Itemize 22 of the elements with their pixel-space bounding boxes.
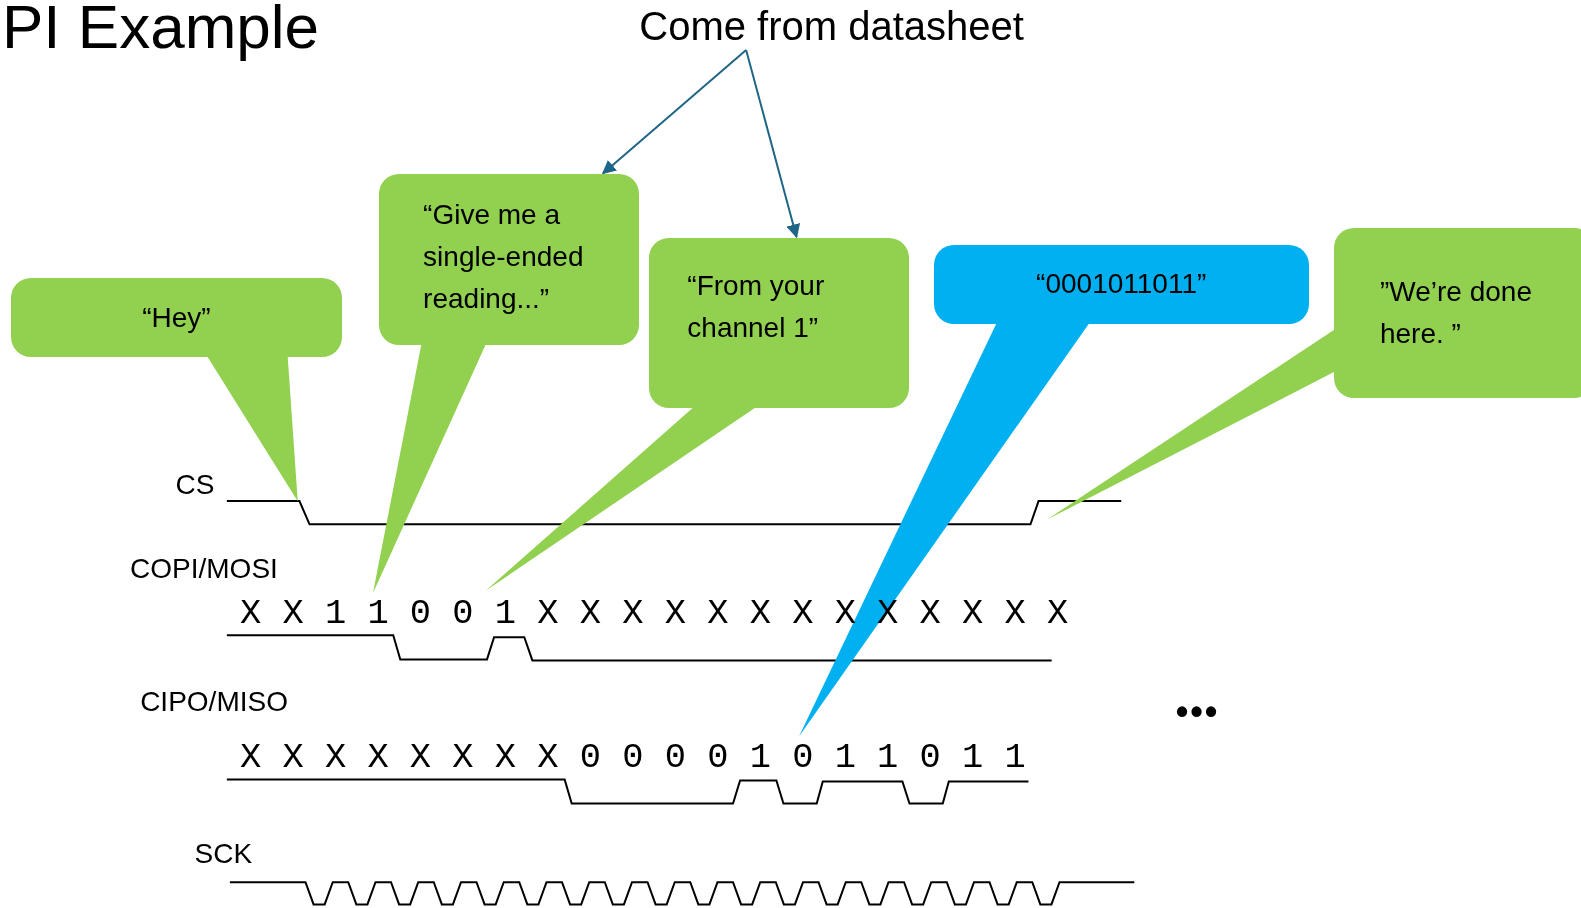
bubble-text: “Hey” <box>142 300 211 335</box>
bit-sequence: X X X X X X X X 0 0 0 0 1 0 1 1 0 1 1 <box>239 737 1026 780</box>
bubble-text: “From your channel 1” <box>687 268 826 345</box>
slide-title: PI Example <box>2 0 320 60</box>
speech-bubble <box>379 174 640 345</box>
signal-name: COPI/MOSI <box>130 551 278 586</box>
note-text: Come from datasheet <box>639 2 1024 50</box>
bubble-text: ”We’re done here. ” <box>1379 275 1533 352</box>
ellipsis-text: ••• <box>1175 689 1220 733</box>
speech-bubble <box>11 278 342 357</box>
bubble-text: “0001011011” <box>1036 267 1207 302</box>
arrow <box>601 49 748 175</box>
callout-tail <box>486 407 757 591</box>
speech-bubble <box>649 237 910 409</box>
signal-name: CIPO/MISO <box>140 684 288 719</box>
arrow <box>745 49 801 239</box>
speech-bubble <box>1333 227 1581 399</box>
bubble-text: “Give me a single-ended reading...” <box>423 198 585 317</box>
signal-name: CS <box>175 467 215 502</box>
callout-tail <box>373 343 486 593</box>
signal-name: SCK <box>194 836 253 871</box>
speech-bubble <box>933 245 1309 324</box>
